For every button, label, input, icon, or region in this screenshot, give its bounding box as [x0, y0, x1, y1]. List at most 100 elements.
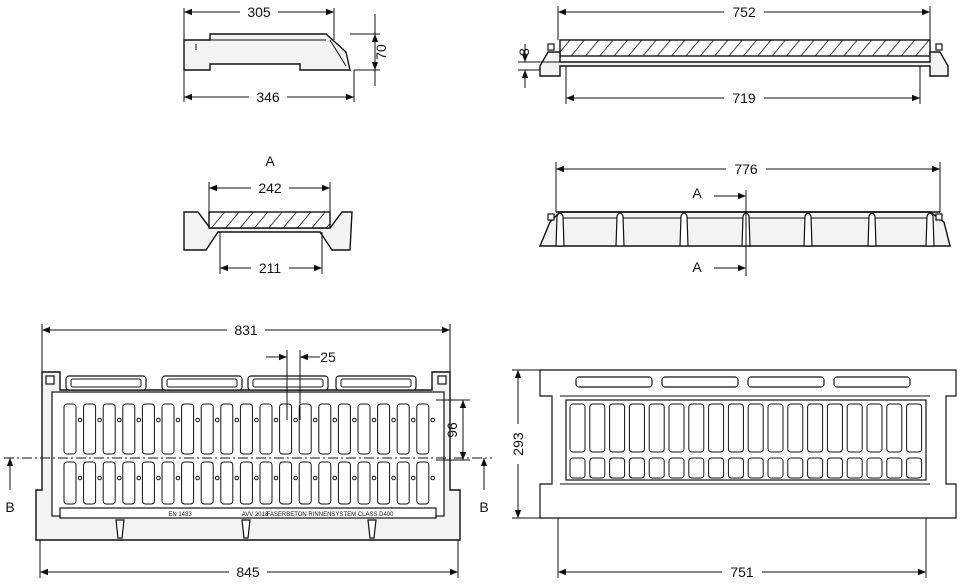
dim-242: 242 [258, 180, 282, 196]
body-cell-upper [648, 403, 665, 453]
body-cell-lower [609, 457, 626, 479]
grating-bolt [116, 475, 122, 481]
grating-bolt [293, 417, 298, 423]
channel-side-profile [183, 33, 351, 71]
grating-bolt [391, 417, 396, 423]
dim-211: 211 [259, 260, 282, 276]
grating-bolt [273, 417, 279, 423]
body-slot [661, 376, 739, 388]
dim-293: 293 [510, 432, 526, 456]
section-label-a-top: A [265, 153, 275, 169]
grating-cell-upper [337, 403, 351, 455]
body-cell-upper [906, 403, 923, 453]
top-slot [335, 375, 417, 391]
grating-cell-upper [220, 403, 234, 455]
grating-cell-lower [200, 461, 214, 505]
grating-bolt [195, 475, 200, 481]
grating-bolt [254, 475, 259, 481]
dim-25: 25 [320, 349, 336, 365]
plate-text-right: FASERBETON RINNENSYSTEM CLASS D400 [267, 512, 395, 518]
grating-cell-upper [83, 403, 97, 455]
body-cell-lower [826, 457, 843, 479]
view-top-grating: 831 EN 1433 AVV 2018 FASERBETON RINNENSY… [4, 321, 492, 581]
rib [615, 212, 625, 247]
body-cell-lower [648, 457, 665, 479]
body-cell-upper [668, 403, 685, 453]
grating-cell-upper [102, 403, 116, 455]
grating-bolt [195, 417, 200, 423]
body-cell-upper [866, 403, 883, 453]
grating-bolt [234, 417, 240, 423]
grating-cell-lower [279, 461, 293, 505]
frame-tab [115, 519, 125, 539]
grating-bolt [332, 475, 338, 481]
body-cell-lower [688, 457, 705, 479]
top-slot [161, 375, 243, 391]
grating-bolt [312, 475, 318, 481]
plate-text-center: AVV 2018 [242, 512, 269, 518]
body-cell-upper [787, 403, 804, 453]
body-top-slots [575, 376, 911, 388]
section-label-a-lower: A [692, 259, 702, 275]
grating-cell-lower [161, 461, 175, 505]
grating-cell-lower [259, 461, 273, 505]
grating-cell-upper [239, 403, 253, 455]
grating-bolt [234, 475, 240, 481]
body-cell-lower [708, 457, 725, 479]
body-cell-upper [609, 403, 626, 453]
dim-8: 8 [516, 48, 532, 56]
grating-cell-lower [416, 461, 430, 505]
grating-bolt [273, 475, 279, 481]
body-cell-lower [807, 457, 824, 479]
grating-cells [63, 403, 436, 505]
body-cell-lower [589, 457, 606, 479]
dim-346: 346 [256, 89, 280, 105]
body-cell-upper [589, 403, 606, 453]
grating-bolt [391, 475, 396, 481]
grating-cell-upper [377, 403, 391, 455]
section-label-b-right: B [479, 499, 488, 515]
dim-845: 845 [236, 564, 260, 580]
body-cell-lower [747, 457, 764, 479]
body-cell-lower [569, 457, 586, 479]
top-slot-inner [166, 378, 238, 388]
body-cell-lower [668, 457, 685, 479]
top-slot-inner [340, 378, 412, 388]
top-slot-inner [252, 378, 324, 388]
body-slot [575, 376, 653, 388]
grating-cell-lower [220, 461, 234, 505]
body-cell-upper [688, 403, 705, 453]
grating-bolt [156, 475, 161, 481]
body-cell-upper [727, 403, 744, 453]
dim-752: 752 [732, 4, 756, 20]
grating-cell-lower [318, 461, 332, 505]
body-cell-lower [866, 457, 883, 479]
grating-bolt [77, 475, 83, 481]
bottom-tabs [115, 519, 377, 539]
body-cell-lower [846, 457, 863, 479]
dim-776: 776 [734, 161, 758, 177]
grating-cell-lower [141, 461, 155, 505]
grating-cell-upper [279, 403, 293, 455]
grating-cell-upper [181, 403, 195, 455]
body-cell-upper [767, 403, 784, 453]
grating-bolt [254, 417, 259, 423]
dim-305: 305 [247, 4, 271, 20]
grating-cell-upper [122, 403, 136, 455]
view-side-cut-a: 776 A A [538, 160, 951, 276]
grating-cell-lower [122, 461, 136, 505]
grating-cell-lower [377, 461, 391, 505]
grating-cell-lower [83, 461, 97, 505]
grating-bolt [430, 417, 436, 423]
frame-tab [241, 519, 251, 539]
grating-bolt [116, 417, 122, 423]
dim-70: 70 [373, 44, 389, 60]
rib [803, 212, 813, 247]
grating-bolt [97, 475, 102, 481]
grating-bolt [312, 417, 318, 423]
body-cell-upper [569, 403, 586, 453]
body-cell-upper [708, 403, 725, 453]
body-cell-upper [846, 403, 863, 453]
grating-hatched-bar [559, 39, 931, 57]
